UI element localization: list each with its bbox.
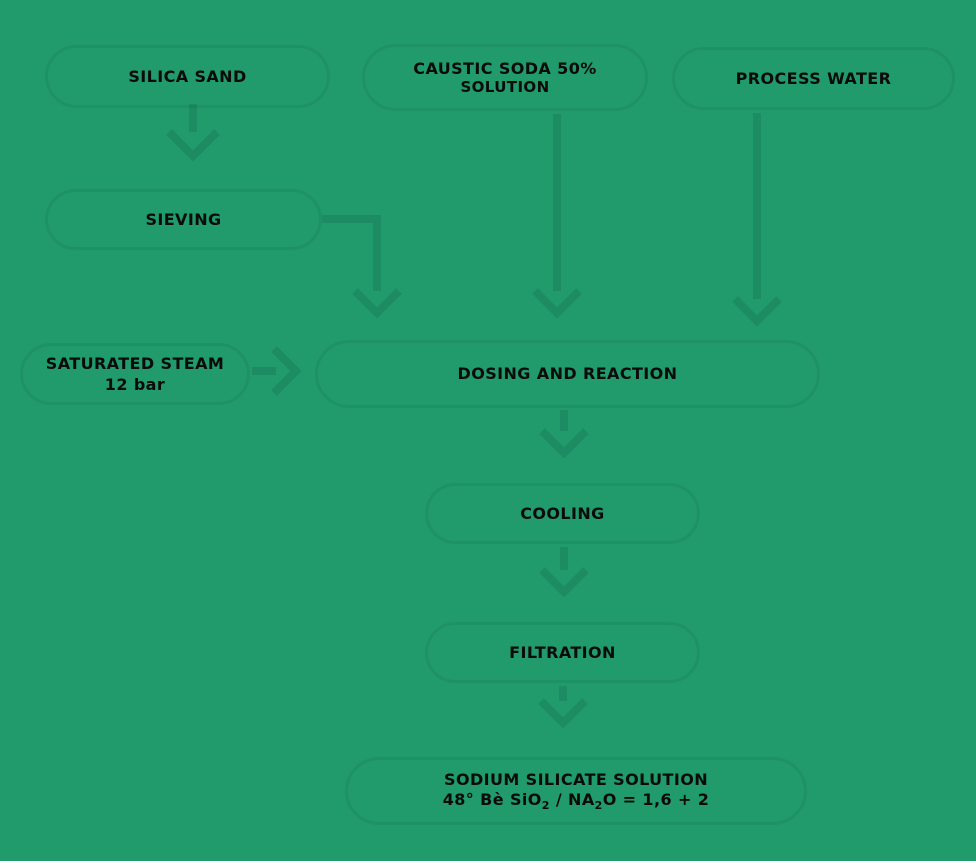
formula-subscript: 2 <box>594 799 603 813</box>
node-caustic-soda: CAUSTIC SODA 50% SOLUTION <box>362 44 648 111</box>
node-process-water-label: PROCESS WATER <box>735 68 892 88</box>
arrow-steam-to-dosing <box>252 346 302 396</box>
node-sieving-label: SIEVING <box>145 209 222 229</box>
arrow-process-water-to-dosing <box>732 113 782 327</box>
node-product-label: SODIUM SILICATE SOLUTION <box>444 769 708 789</box>
node-cooling: COOLING <box>425 483 700 544</box>
node-cooling-label: COOLING <box>520 503 605 523</box>
node-silica-sand: SILICA SAND <box>45 45 330 108</box>
arrow-caustic-to-dosing <box>532 114 582 319</box>
node-sodium-silicate-solution: SODIUM SILICATE SOLUTION 48° Bè SiO2 / N… <box>345 757 807 825</box>
node-dosing-and-reaction: DOSING AND REACTION <box>315 340 820 408</box>
formula-subscript: 2 <box>541 799 550 813</box>
node-caustic-soda-sublabel: SOLUTION <box>460 78 550 97</box>
arrow-filtration-to-product <box>538 686 588 729</box>
arrow-silica-to-sieving <box>166 104 220 162</box>
formula-part: / NA <box>549 789 595 809</box>
node-filtration-label: FILTRATION <box>509 642 616 662</box>
formula-part: O = 1,6 + 2 <box>602 789 710 809</box>
node-filtration: FILTRATION <box>425 622 700 683</box>
node-silica-sand-label: SILICA SAND <box>128 66 247 86</box>
node-saturated-steam: SATURATED STEAM 12 bar <box>20 343 250 405</box>
node-dosing-and-reaction-label: DOSING AND REACTION <box>457 364 678 384</box>
node-process-water: PROCESS WATER <box>672 47 955 110</box>
node-caustic-soda-label: CAUSTIC SODA 50% <box>413 58 597 78</box>
arrow-dosing-to-cooling <box>539 410 589 459</box>
arrow-cooling-to-filtration <box>539 547 589 598</box>
formula-part: 48° Bè SiO <box>442 789 542 809</box>
arrow-sieving-to-dosing <box>322 215 402 319</box>
node-saturated-steam-pressure: 12 bar <box>104 374 166 394</box>
node-product-formula: 48° Bè SiO2 / NA2O = 1,6 + 2 <box>443 790 710 812</box>
node-sieving: SIEVING <box>45 189 322 250</box>
node-saturated-steam-label: SATURATED STEAM <box>45 354 225 374</box>
